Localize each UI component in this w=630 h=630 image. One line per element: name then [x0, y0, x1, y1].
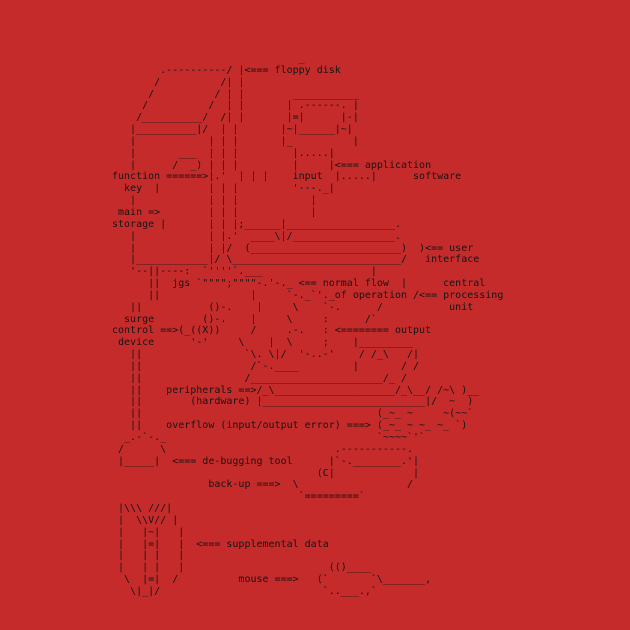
- ascii-art-line: || (hardware) |_________________________…: [112, 396, 474, 408]
- ascii-art-line: || ()-. | \ `-. / unit: [112, 301, 474, 313]
- ascii-art-line: / / | | ___________: [112, 88, 359, 100]
- ascii-art-line: || (_~_ ~ ~(~~`: [112, 408, 474, 420]
- ascii-art-line: '--||----: `''''`.___ |: [112, 266, 377, 278]
- ascii-art-line: .----------/ |<=== floppy disk: [112, 64, 341, 76]
- ascii-art-line: \ |=| / mouse ===> (` `\_______,: [112, 574, 432, 586]
- ascii-art-line: | | |.' ____\|/_________________.: [112, 230, 401, 242]
- ascii-art-line: || jgs `"""";""""-.'-._ <== normal flow …: [112, 278, 486, 290]
- ascii-art-line: || peripherals ==>/_\___________________…: [112, 384, 480, 396]
- ascii-art-line: _.-`-._ `~~~~`'`: [112, 432, 426, 443]
- ascii-art-line: /__________/ /| | |=| |-|: [112, 112, 359, 124]
- ascii-art-line: | | | | |_ |: [112, 135, 359, 147]
- ascii-art-line: || overflow (input/output error) ===> (_…: [112, 420, 468, 432]
- ascii-art-line: || `\. \|/ '-..-' / /_\ /|: [112, 349, 420, 361]
- ascii-art-line: || /`-.____ | / /: [112, 360, 420, 372]
- ascii-art-line: surge ()-. | \ : /`: [112, 313, 377, 325]
- ascii-art-line: | |=| | <=== supplemental data: [112, 538, 329, 550]
- ascii-art-line: main => | | | |: [112, 206, 317, 218]
- ascii-art-line: control ==>(_((X)) / .-. : <======== out…: [112, 325, 432, 337]
- ascii-art-line: | | | | |: [112, 195, 317, 207]
- ascii-art-line: / / | | | .------. |: [112, 100, 359, 112]
- ascii-art-line: key | | | | '---._|: [112, 183, 335, 195]
- ascii-art-line: | \\V// |: [112, 514, 179, 526]
- ascii-art-line: |__________|/ | | |~|______|~|: [112, 124, 353, 136]
- ascii-art-line: / \ .-----------.: [112, 443, 414, 455]
- ascii-art-line: / /| |: [112, 76, 245, 88]
- ascii-art-line: _: [112, 53, 305, 64]
- ascii-art-line: | | | |: [112, 550, 185, 562]
- ascii-art-line: |\\\ ///|: [112, 503, 173, 515]
- ascii-art-line: |____________|/ \_______________________…: [112, 254, 480, 266]
- ascii-art-line: back-up ===> \ /: [112, 479, 414, 491]
- ascii-art-line: device '-' \ | \ ; |_________: [112, 337, 414, 349]
- ascii-art-line: | |~| |: [112, 526, 185, 538]
- ascii-art-line: `=========`: [112, 491, 365, 503]
- ascii-computer-art: _ .----------/ |<=== floppy disk / /| | …: [112, 53, 503, 598]
- ascii-art-line: || /______________________/_ /: [112, 372, 408, 384]
- ascii-art-line: (C| |: [112, 467, 420, 479]
- ascii-art-line: | | |/ (_________________________) )<== …: [112, 242, 474, 254]
- ascii-art-line: function ======>|.' | | | input |.....| …: [112, 171, 462, 183]
- ascii-art-line: |_____| <=== de-bugging tool |`-._______…: [112, 455, 420, 467]
- ascii-art-line: storage | | | |;______|_________________…: [112, 218, 401, 230]
- ascii-art-line: | ___ | | | |.....|: [112, 147, 335, 159]
- ascii-art-line: \|_|/ `..___.,`: [112, 585, 377, 597]
- ascii-art-line: | | | | (()____: [112, 562, 371, 574]
- ascii-art-line: | / _) | | | | |<=== application: [112, 159, 432, 171]
- ascii-art-line: || | `-._`'._of operation /<== processin…: [112, 289, 504, 301]
